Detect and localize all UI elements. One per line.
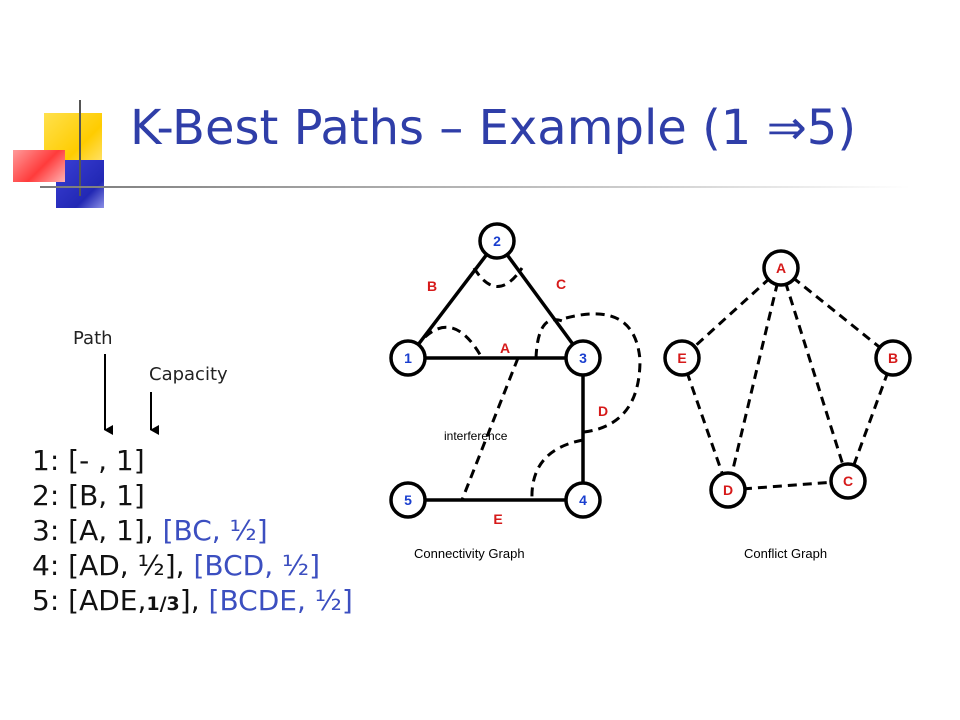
interference-links [423,267,642,501]
conflict-node-E [663,339,701,377]
conflict-node-D [709,471,747,509]
conflict-edge-E-D [680,357,730,491]
conflict-edge-A-B [780,266,894,360]
row-index: 2: [32,479,60,512]
row-entry: [A, 1], [68,514,154,547]
row-entry: [B, 1] [68,479,145,512]
capacity-label: Capacity [149,364,228,385]
row-entry-close: ], [179,584,200,617]
deco-vertical-line [79,100,81,196]
edge-label-E: E [493,511,502,527]
interference-label: interference [444,429,508,443]
row-index: 5: [32,584,60,617]
path-row-2: 2: [B, 1] [32,478,353,513]
path-row-1: 1: [- , 1] [32,443,353,478]
conflict-label-E: E [677,350,686,366]
node-label-4: 4 [579,492,587,508]
path-label: Path [73,328,113,349]
edge-label-C: C [556,276,566,292]
path-row-5: 5: [ADE,1/3], [BCDE, ½] [32,583,353,622]
node-3 [564,339,602,377]
path-list: 1: [- , 1] 2: [B, 1] 3: [A, 1], [BC, ½] … [32,443,353,622]
node-5 [389,481,427,519]
edge-B [406,239,499,360]
conflict-node-C [829,462,867,500]
row-entry-alt: [BC, ½] [162,514,268,547]
path-row-4: 4: [AD, ½], [BCD, ½] [32,548,353,583]
node-label-1: 1 [404,350,412,366]
row-index: 3: [32,514,60,547]
slide-title: K-Best Paths – Example (1 ⇒5) [130,100,857,156]
row-index: 4: [32,549,60,582]
conflict-node-A [762,249,800,287]
conflict-edge-A-E [680,266,783,360]
deco-red-square [13,150,65,182]
conflict-label-A: A [776,260,786,276]
row-entry-alt: [BCDE, ½] [208,584,353,617]
conflict-label-C: C [843,473,853,489]
row-entry: [- , 1] [68,444,145,477]
row-index: 1: [32,444,60,477]
conflict-edge-D-C [727,479,849,492]
edge-label-D: D [598,403,608,419]
node-label-2: 2 [493,233,501,249]
conflict-edge-A-C [779,267,850,482]
node-label-3: 3 [579,350,587,366]
node-1 [389,339,427,377]
row-entry-alt: [BCD, ½] [193,549,321,582]
row-fraction: 1/3 [146,593,180,615]
connectivity-caption: Connectivity Graph [414,546,525,561]
edge-label-B: B [427,278,437,294]
node-4 [564,481,602,519]
row-entry: [AD, ½], [68,549,185,582]
conflict-edge-B-C [846,357,895,482]
conflict-node-B [874,339,912,377]
node-2 [478,222,516,260]
path-row-3: 3: [A, 1], [BC, ½] [32,513,353,548]
title-underline [40,186,910,188]
conflict-label-D: D [723,482,733,498]
node-label-5: 5 [404,492,412,508]
edge-C [495,239,585,360]
row-entry: [ADE, [68,584,147,617]
edge-label-A: A [500,340,510,356]
conflict-caption: Conflict Graph [744,546,827,561]
conflict-label-B: B [888,350,898,366]
conflict-edge-A-D [726,267,783,491]
